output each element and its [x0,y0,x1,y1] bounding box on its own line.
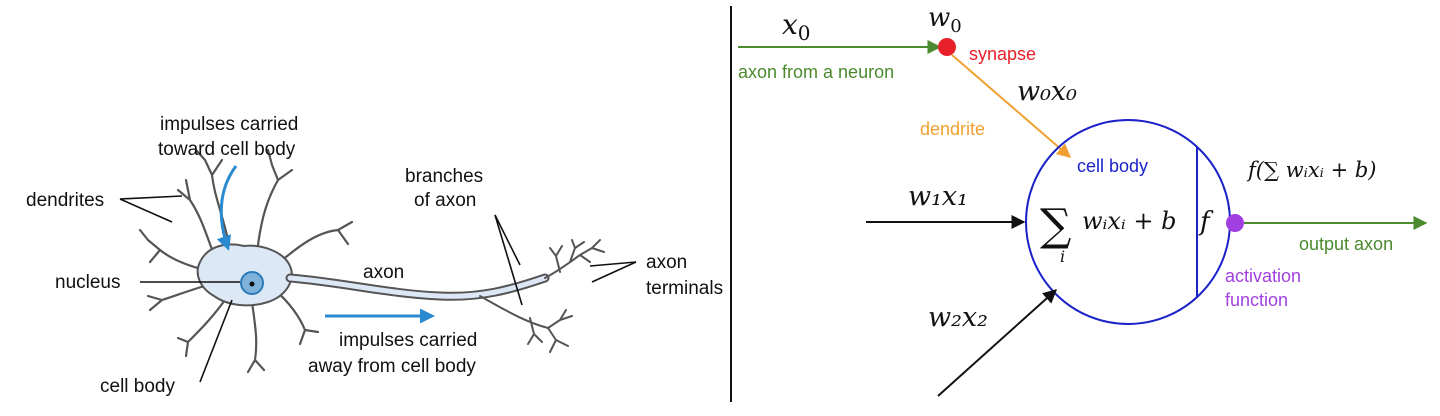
mathematical-model: x0 w0 synapse axon from a neuron w₀x₀ de… [738,3,1428,397]
input-w2x2-arrow [937,289,1058,397]
label-activation-line2: function [1225,290,1288,310]
w1x1-label: w₁x₁ [908,181,968,212]
sum-expression: wᵢxᵢ + b [1082,207,1176,235]
dendrite-arrow [951,54,1072,158]
label-dendrites: dendrites [26,190,104,211]
w0x0-label: w₀x₀ [1017,76,1077,107]
label-activation-line1: activation [1225,266,1301,286]
dendrite-branches [138,148,354,374]
label-impulses-away-line1: impulses carried [339,330,477,351]
leader-lines [119,195,637,383]
w0-label: w0 [928,3,962,37]
activation-f: f [1198,207,1214,237]
label-cell-body-model: cell body [1077,156,1148,176]
label-impulses-toward-line2: toward cell body [158,139,296,160]
label-axon-from-neuron: axon from a neuron [738,62,894,82]
label-dendrite: dendrite [920,119,985,139]
impulse-toward-arrow [216,165,238,251]
output-formula: f(∑ wᵢxᵢ + b) [1246,158,1376,182]
label-axon-terminals-line2: terminals [646,278,723,299]
synapse-dot [938,38,956,56]
label-axon: axon [363,262,404,283]
nucleolus-dot [249,281,255,287]
label-synapse: synapse [969,44,1036,64]
biological-neuron: impulses carried toward cell body dendri… [26,114,723,397]
label-branches-line1: branches [405,166,483,187]
label-axon-terminals-line1: axon [646,252,687,273]
label-impulses-away-line2: away from cell body [308,356,476,377]
axon-terminal-branches [479,239,605,353]
label-nucleus: nucleus [55,272,121,293]
label-output-axon: output axon [1299,234,1393,254]
w2x2-label: w₂x₂ [928,302,988,333]
activation-dot [1226,214,1244,232]
label-impulses-toward-line1: impulses carried [160,114,298,135]
label-branches-line2: of axon [414,190,476,211]
x0-label: x0 [782,8,811,45]
sum-symbol: ∑ [1040,200,1071,251]
sum-index: i [1060,247,1065,266]
label-cell-body: cell body [100,376,175,397]
